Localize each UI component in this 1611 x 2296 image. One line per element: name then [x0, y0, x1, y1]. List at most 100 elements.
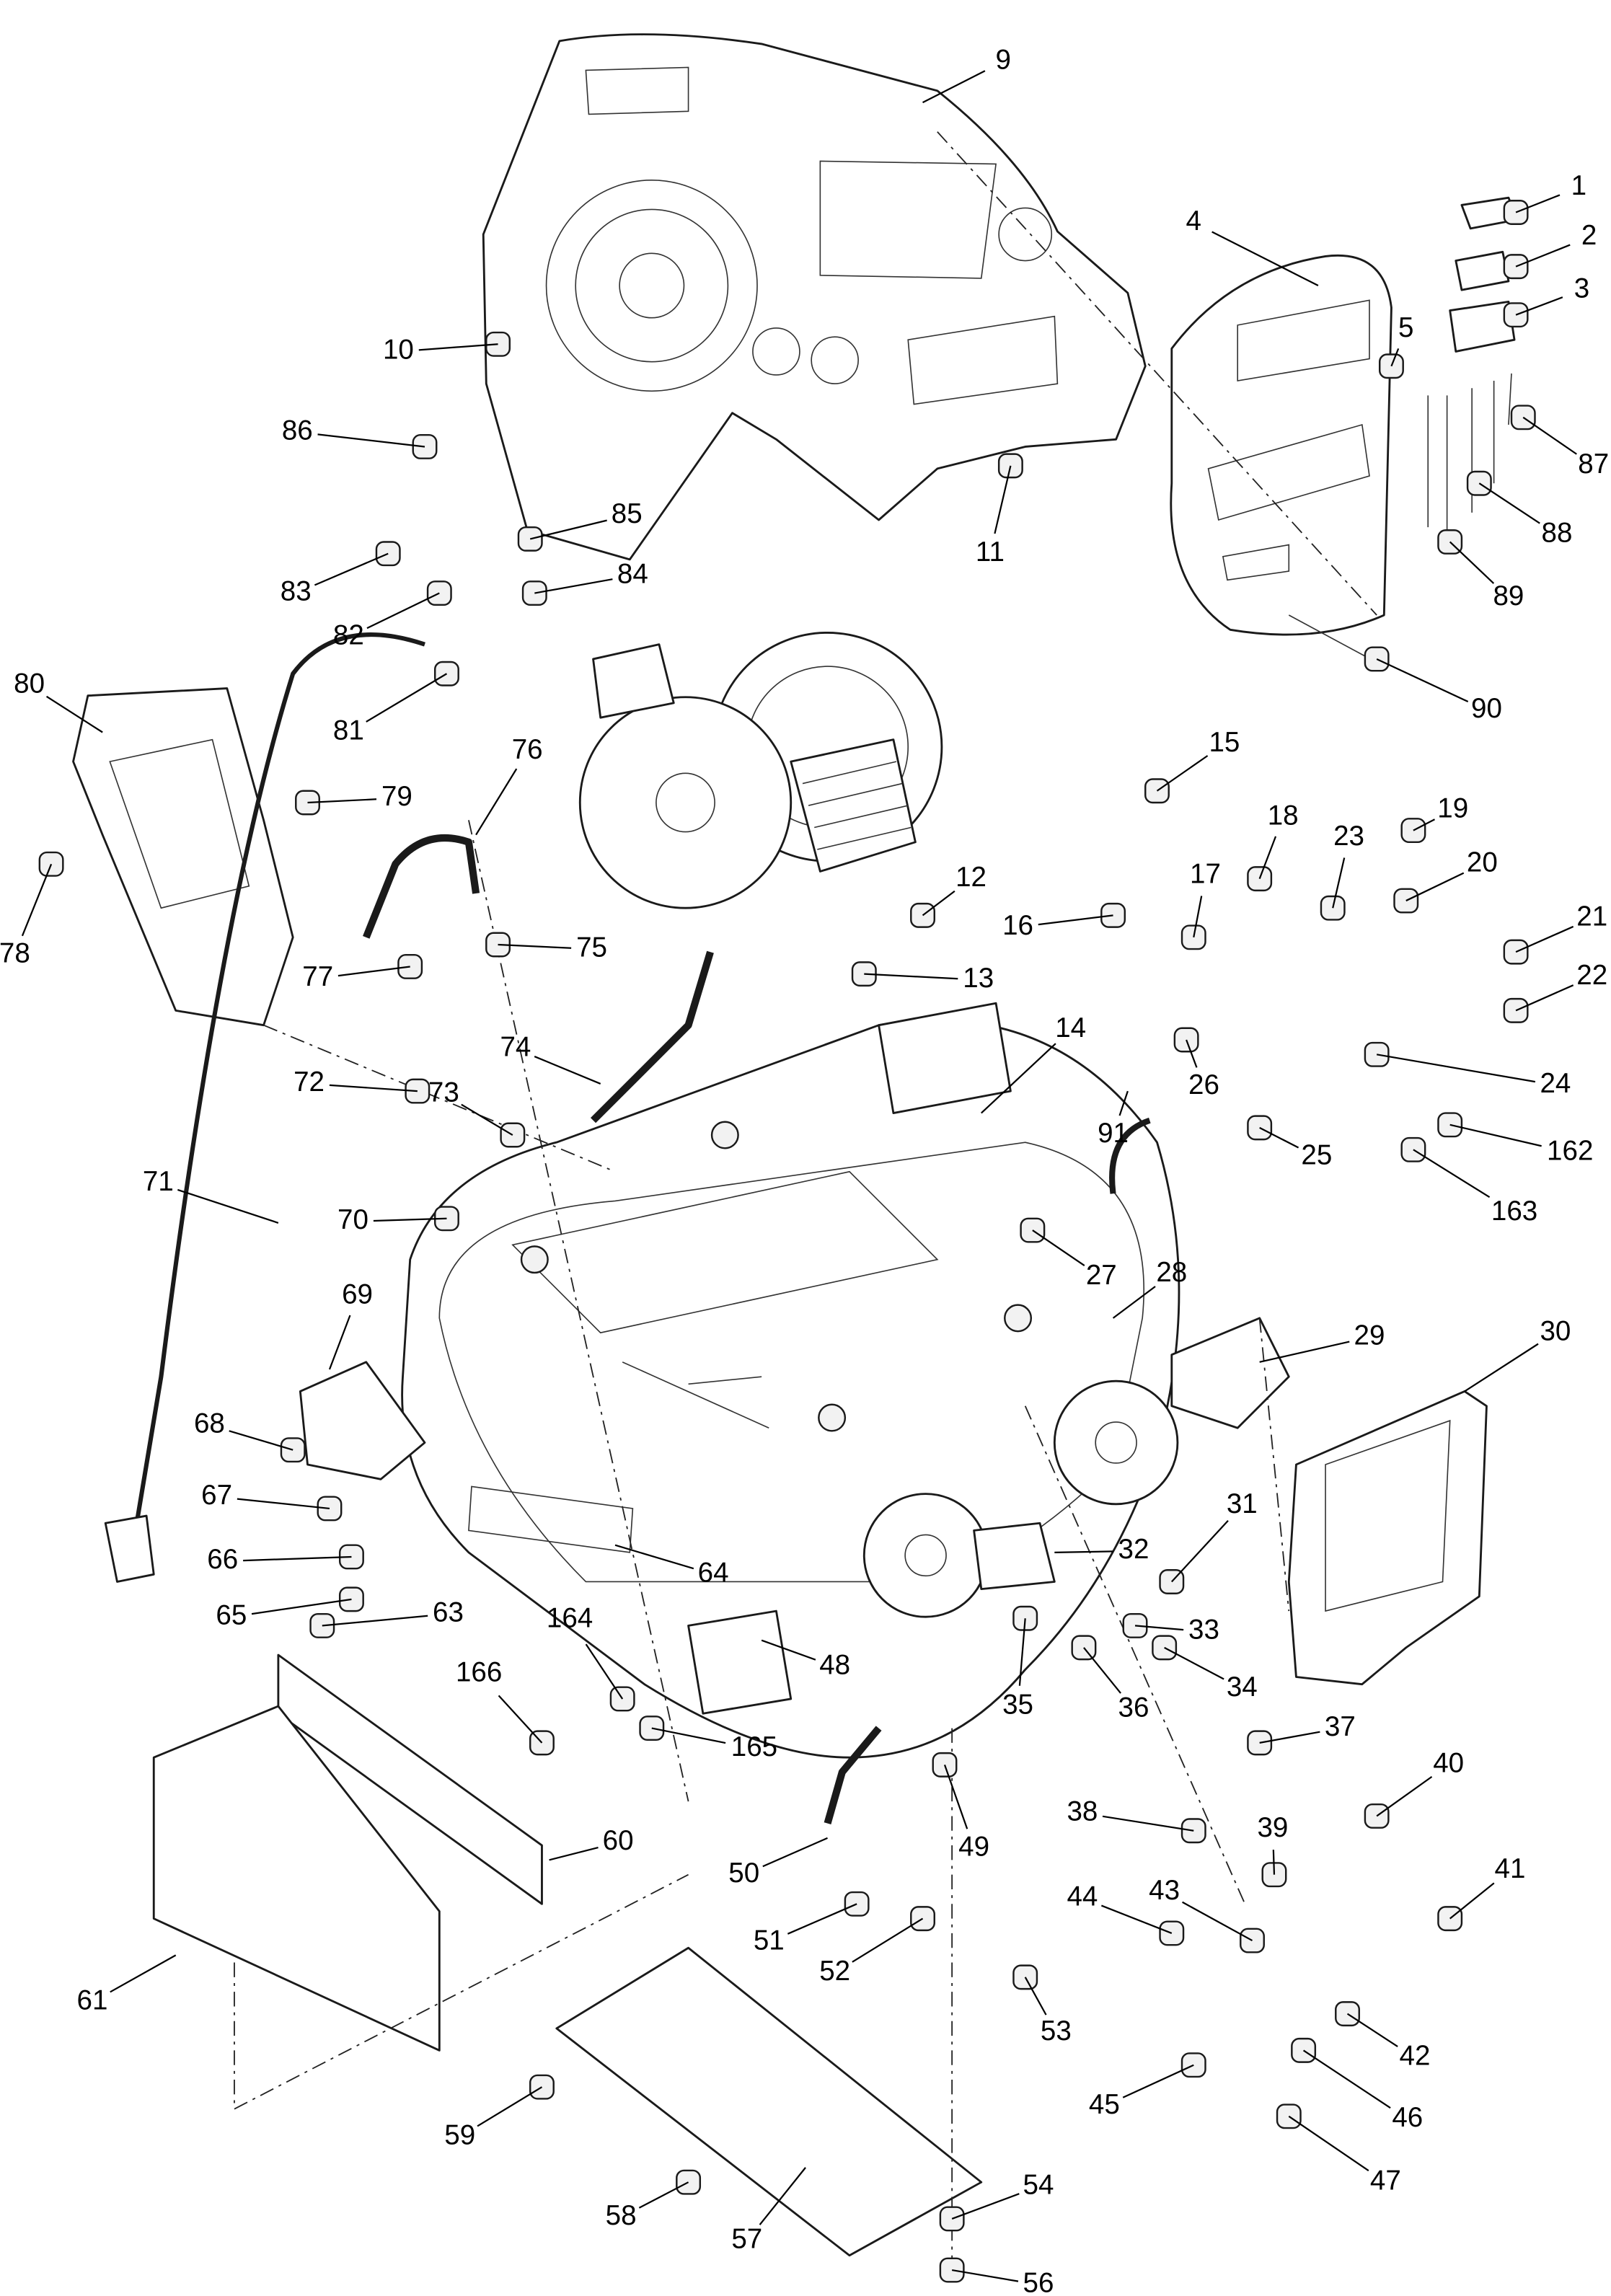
leader-line-57: [759, 2167, 806, 2225]
part-label-67: 67: [201, 1480, 232, 1511]
leader-line-86: [317, 433, 425, 448]
leader-line-89: [1449, 541, 1495, 584]
leader-line-84: [534, 578, 613, 594]
part-label-76: 76: [512, 734, 543, 765]
leader-line-14: [981, 1043, 1056, 1114]
part-label-44: 44: [1067, 1881, 1098, 1912]
leader-line-4: [1211, 231, 1319, 287]
part-label-24: 24: [1540, 1068, 1571, 1099]
part-label-61: 61: [76, 1985, 107, 2016]
leader-line-15: [1156, 755, 1209, 792]
part-label-87: 87: [1578, 449, 1609, 480]
rear-handle: [1287, 1390, 1488, 1686]
part-label-16: 16: [1002, 910, 1033, 941]
leader-line-32: [1054, 1550, 1113, 1553]
part-label-37: 37: [1325, 1711, 1356, 1742]
leader-line-70: [373, 1217, 447, 1222]
leader-line-164: [585, 1643, 624, 1700]
leader-line-23: [1332, 857, 1346, 909]
part-85: [517, 526, 543, 552]
leader-line-34: [1164, 1646, 1224, 1680]
part-label-83: 83: [281, 576, 312, 607]
leader-line-22: [1515, 984, 1574, 1012]
leader-line-3: [1515, 296, 1563, 316]
leader-line-56: [951, 2269, 1019, 2282]
leader-line-60: [549, 1846, 599, 1861]
part-label-15: 15: [1209, 727, 1240, 758]
leader-line-21: [1515, 925, 1574, 953]
part-label-9: 9: [996, 44, 1011, 75]
part-87: [1510, 405, 1536, 430]
leader-line-48: [761, 1639, 816, 1661]
leader-line-59: [477, 2086, 543, 2127]
part-163: [1400, 1136, 1426, 1162]
leader-line-67: [237, 1498, 330, 1510]
leader-line-31: [1170, 1520, 1229, 1583]
part-label-80: 80: [14, 668, 45, 699]
part-24: [1364, 1041, 1390, 1067]
leader-line-87: [1522, 416, 1577, 455]
leader-line-13: [864, 973, 958, 980]
control-panel: [1170, 196, 1519, 667]
part-38: [1180, 1818, 1206, 1844]
part-label-31: 31: [1227, 1488, 1258, 1519]
part-label-165: 165: [731, 1731, 777, 1762]
leader-line-166: [498, 1695, 543, 1744]
foot-cover-14: [878, 1002, 1012, 1114]
leader-line-80: [45, 695, 103, 733]
part-label-54: 54: [1023, 2169, 1054, 2200]
leader-line-82: [366, 592, 440, 630]
leader-line-26: [1186, 1039, 1198, 1068]
part-label-18: 18: [1268, 800, 1299, 831]
part-label-29: 29: [1354, 1320, 1385, 1351]
part-label-36: 36: [1118, 1692, 1149, 1723]
part-label-84: 84: [617, 558, 648, 589]
leader-line-35: [1018, 1618, 1026, 1686]
part-5: [1378, 353, 1404, 379]
leader-line-66: [243, 1555, 352, 1562]
part-label-64: 64: [698, 1558, 729, 1589]
plug: [104, 1514, 155, 1583]
part-label-40: 40: [1433, 1748, 1464, 1779]
leader-line-10: [418, 343, 498, 351]
leader-line-27: [1032, 1229, 1085, 1266]
leader-line-44: [1100, 1904, 1173, 1934]
leader-line-47: [1288, 2115, 1369, 2172]
part-label-60: 60: [603, 1825, 634, 1856]
leader-line-65: [251, 1598, 352, 1615]
leader-line-17: [1193, 896, 1203, 938]
leader-line-38: [1102, 1815, 1194, 1832]
part-label-14: 14: [1055, 1012, 1086, 1043]
part-label-71: 71: [143, 1166, 174, 1197]
part-label-45: 45: [1089, 2089, 1120, 2120]
part-label-35: 35: [1002, 1689, 1033, 1720]
leader-line-81: [366, 673, 448, 723]
leader-line-45: [1122, 2064, 1194, 2098]
bracket-32: [973, 1522, 1056, 1591]
leader-line-1: [1515, 194, 1561, 213]
part-label-32: 32: [1118, 1534, 1149, 1565]
part-label-27: 27: [1086, 1260, 1117, 1291]
part-label-91: 91: [1098, 1118, 1129, 1149]
part-label-11: 11: [976, 537, 1005, 568]
part-label-20: 20: [1467, 847, 1498, 878]
leader-line-165: [651, 1727, 726, 1744]
leader-line-5: [1390, 348, 1400, 367]
base-plate-60: [277, 1653, 543, 1905]
leader-line-19: [1413, 818, 1436, 831]
leader-line-11: [994, 465, 1012, 534]
part-label-39: 39: [1257, 1812, 1288, 1843]
leader-line-46: [1302, 2049, 1391, 2109]
leader-line-28: [1112, 1286, 1156, 1319]
leader-line-29: [1259, 1341, 1350, 1363]
leader-line-64: [614, 1544, 694, 1570]
leader-line-54: [951, 2193, 1020, 2220]
part-label-2: 2: [1581, 220, 1597, 251]
part-label-12: 12: [955, 862, 987, 893]
leader-line-61: [110, 1954, 177, 1993]
tank-cover-29: [1170, 1317, 1290, 1429]
part-label-75: 75: [576, 932, 607, 963]
part-label-19: 19: [1437, 792, 1468, 824]
part-label-21: 21: [1576, 901, 1607, 932]
part-label-82: 82: [333, 620, 364, 651]
